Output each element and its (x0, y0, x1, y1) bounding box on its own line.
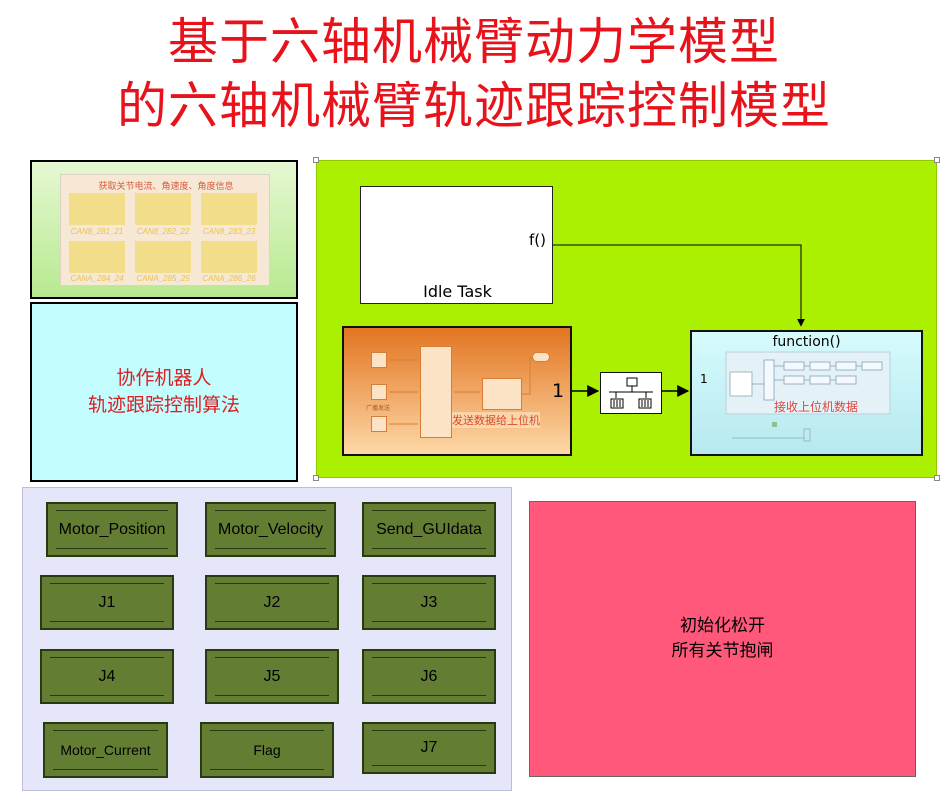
can-read-preview: 获取关节电流、角速度、角度信息 CAN8_281_21 CAN8_282_22 … (60, 174, 270, 286)
title-line-2: 的六轴机械臂轨迹跟踪控制模型 (117, 77, 831, 135)
inport-3 (371, 416, 387, 432)
goto-j1[interactable]: J1 (40, 575, 174, 630)
can-label-5: CANA_285_25 (136, 274, 190, 283)
release-line-1: 初始化松开 (680, 616, 765, 636)
broadcast-label: 广播发送 (366, 405, 391, 412)
can-cell-5 (135, 241, 191, 273)
can-cell-1 (69, 193, 125, 225)
resize-handle-br[interactable] (934, 475, 940, 481)
send-outport-label: 1 (552, 380, 565, 402)
terminator-block (532, 352, 550, 362)
goto-j6[interactable]: J6 (362, 649, 496, 704)
goto-send-guidata[interactable]: Send_GUIdata (362, 502, 496, 557)
rate-transition-icon (609, 377, 653, 409)
inport-2 (371, 384, 387, 400)
title-line-1: 基于六轴机械臂动力学模型 (168, 13, 780, 71)
trajectory-control-algorithm-block[interactable]: 协作机器人 轨迹跟踪控制算法 (30, 302, 298, 482)
release-line-2: 所有关节抱闸 (671, 641, 774, 661)
can-label-6: CANA_286_26 (202, 274, 256, 283)
send-block-wiring (389, 357, 532, 425)
algo-line-2: 轨迹跟踪控制算法 (87, 394, 240, 416)
goto-j3[interactable]: J3 (362, 575, 496, 630)
can-cell-2 (135, 193, 191, 225)
can-cell-3 (201, 193, 257, 225)
resize-handle-tr[interactable] (934, 157, 940, 163)
can-label-4: CANA_284_24 (70, 274, 124, 283)
inport-1 (371, 352, 387, 368)
function-inport-label: 1 (700, 372, 708, 386)
goto-flag[interactable]: Flag (200, 722, 334, 778)
send-block-label: 发送数据给上位机 (452, 412, 540, 428)
send-to-host-subsystem[interactable]: 广播发送 发送数据给上位机 (342, 326, 572, 456)
release-brakes-block[interactable]: 初始化松开 所有关节抱闸 (529, 501, 916, 777)
idle-task-block[interactable]: f() Idle Task (360, 186, 553, 304)
idle-task-port: f() (529, 231, 546, 249)
mux-block (420, 346, 452, 438)
receive-preview-diagram (725, 351, 891, 442)
can-read-subsystem[interactable]: 获取关节电流、角速度、角度信息 CAN8_281_21 CAN8_282_22 … (30, 160, 298, 299)
resize-handle-bl[interactable] (313, 475, 319, 481)
receive-host-data-subsystem[interactable]: function() 1 接收上位机数据 (690, 330, 923, 456)
can-label-3: CAN8_283_23 (202, 227, 256, 236)
can-cell-6 (201, 241, 257, 273)
goto-j4[interactable]: J4 (40, 649, 174, 704)
can-preview-header: 获取关节电流、角速度、角度信息 (98, 182, 234, 192)
can-cell-4 (69, 241, 125, 273)
can-label-2: CAN8_282_22 (136, 227, 190, 236)
goto-j7[interactable]: J7 (362, 722, 496, 774)
resize-handle-tl[interactable] (313, 157, 319, 163)
can-label-1: CAN8_281_21 (70, 227, 124, 236)
rate-transition-block[interactable] (600, 372, 662, 414)
receive-block-label: 接收上位机数据 (774, 400, 859, 414)
idle-task-label: Idle Task (423, 282, 492, 301)
function-trigger-label: function() (772, 334, 841, 350)
algo-line-1: 协作机器人 (116, 367, 212, 389)
goto-j5[interactable]: J5 (205, 649, 339, 704)
goto-motor-velocity[interactable]: Motor_Velocity (205, 502, 336, 557)
goto-motor-current[interactable]: Motor_Current (43, 722, 168, 778)
goto-motor-position[interactable]: Motor_Position (46, 502, 178, 557)
goto-j2[interactable]: J2 (205, 575, 339, 630)
pack-block (482, 378, 522, 410)
